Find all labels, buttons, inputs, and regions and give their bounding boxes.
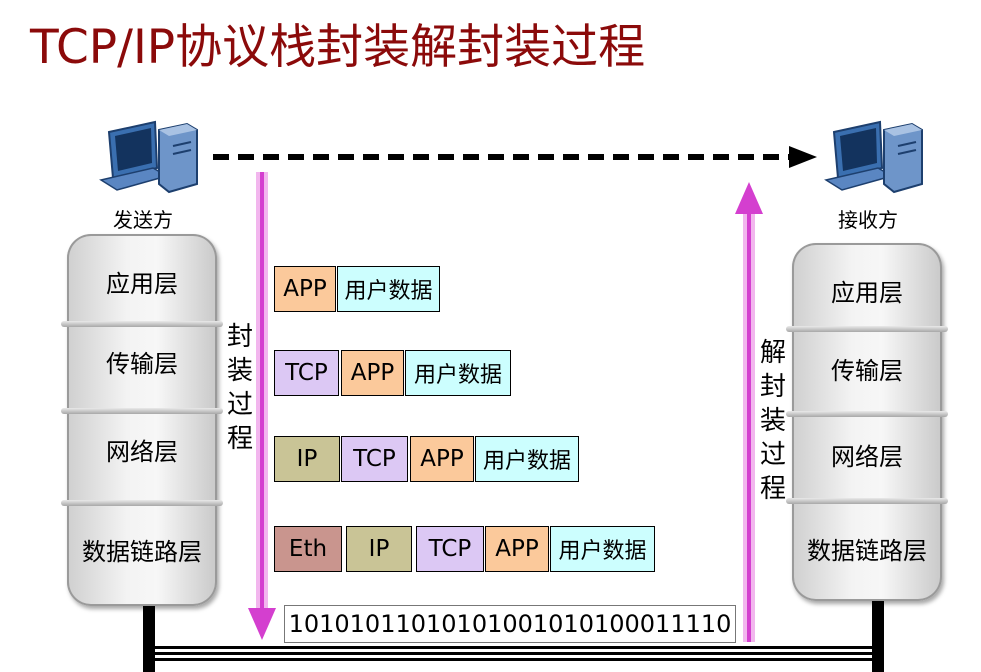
ip-header: IP (274, 436, 340, 482)
physical-link-line (155, 646, 872, 649)
sender-label: 发送方 (113, 208, 173, 232)
transmission-arrow (213, 146, 817, 168)
receiver-computer-icon (824, 120, 923, 194)
sender-layer-datalink: 数据链路层 (82, 538, 202, 566)
ip-header: IP (346, 526, 412, 572)
receiver-layer-datalink: 数据链路层 (807, 537, 927, 565)
eth-header: Eth (274, 526, 342, 572)
page-title: TCP/IP协议栈封装解封装过程 (30, 20, 646, 75)
bitstream: 10101011010101001010100011110 (284, 605, 736, 643)
receiver-layer-divider (786, 411, 948, 417)
receiver-layer-transport: 传输层 (831, 357, 903, 385)
app-header: APP (274, 266, 336, 312)
receiver-label: 接收方 (838, 208, 898, 232)
encapsulation-label: 封 装 过 程 (226, 322, 253, 454)
receiver-layer-network: 网络层 (831, 443, 903, 471)
sender-cable (143, 606, 155, 672)
sender-layer-divider (61, 500, 223, 506)
tcp-header: TCP (341, 436, 408, 482)
receiver-layer-application: 应用层 (831, 279, 903, 307)
app-header: APP (341, 350, 404, 396)
user-data: 用户数据 (475, 436, 579, 482)
receiver-layer-divider (786, 326, 948, 332)
user-data: 用户数据 (550, 526, 655, 572)
sender-layer-divider (61, 408, 223, 414)
app-header: APP (410, 436, 474, 482)
decapsulation-arrow (735, 182, 763, 642)
encapsulation-arrow (248, 172, 276, 640)
sender-layer-transport: 传输层 (106, 350, 178, 378)
app-header: APP (485, 526, 549, 572)
sender-layer-divider (61, 321, 223, 327)
user-data: 用户数据 (337, 266, 440, 312)
decapsulation-label: 解 封 装 过 程 (759, 338, 786, 504)
user-data: 用户数据 (405, 350, 511, 396)
sender-layer-application: 应用层 (106, 270, 178, 298)
physical-link-line (155, 658, 872, 661)
tcp-header: TCP (274, 350, 339, 396)
tcp-header: TCP (416, 526, 484, 572)
physical-link-line (155, 652, 872, 655)
receiver-layer-divider (786, 498, 948, 504)
sender-stack: 应用层 传输层 网络层 数据链路层 (61, 234, 223, 606)
receiver-stack: 应用层 传输层 网络层 数据链路层 (786, 243, 948, 601)
receiver-cable (872, 601, 884, 672)
sender-layer-network: 网络层 (106, 438, 178, 466)
sender-computer-icon (99, 120, 198, 194)
